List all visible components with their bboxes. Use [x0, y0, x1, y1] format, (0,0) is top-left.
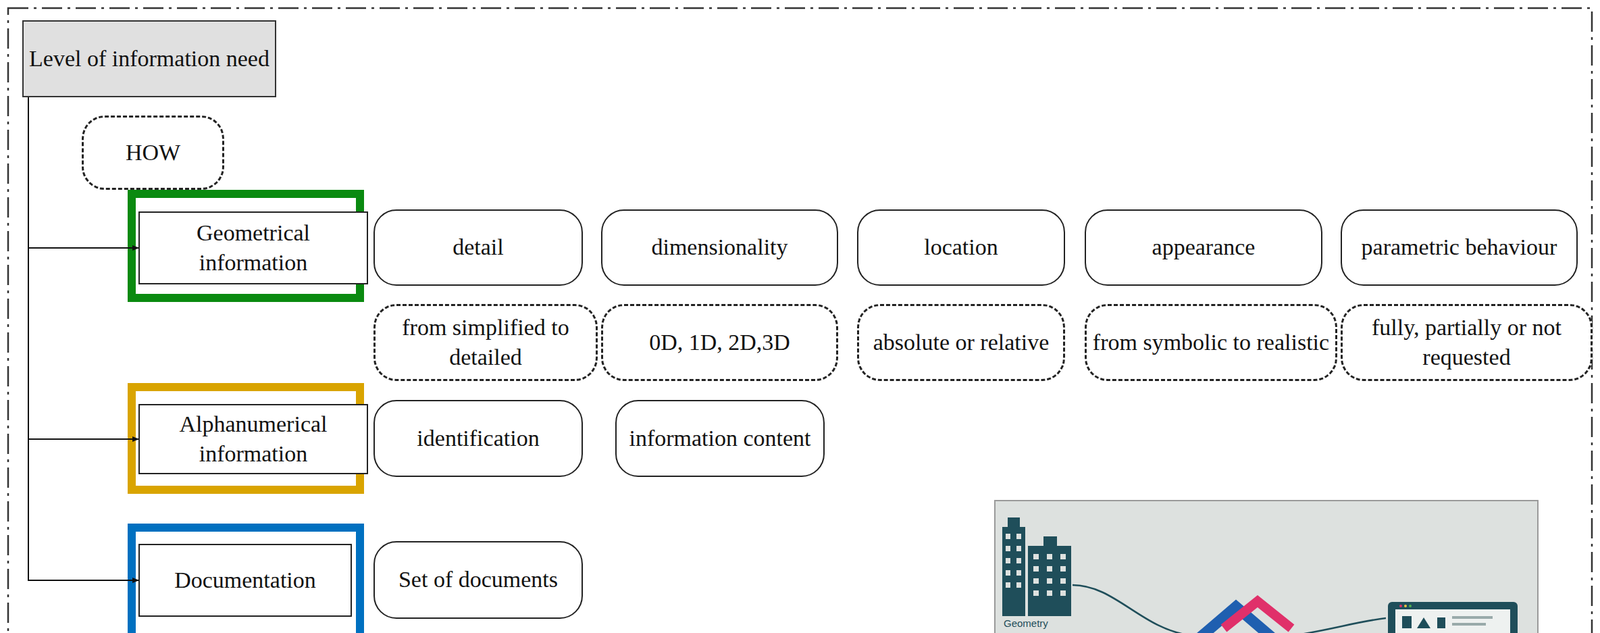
- aspect-box: appearance: [1084, 209, 1323, 286]
- box-text: location: [923, 232, 999, 263]
- illustration: [994, 500, 1538, 633]
- laptop-frame: [1387, 601, 1518, 633]
- box-text: dimensionality: [651, 232, 788, 263]
- laptop-screen: [1395, 609, 1511, 633]
- aspect-box: dimensionality: [601, 209, 839, 286]
- screen-line: [1452, 622, 1486, 626]
- box-text: parametric behaviour: [1361, 232, 1558, 263]
- how-box: HOW: [81, 115, 225, 190]
- link-curve: [1296, 617, 1386, 633]
- box-text: 0D, 1D, 2D,3D: [649, 327, 791, 358]
- illustration-panel: [994, 500, 1538, 633]
- heading-box: Level of information need: [22, 20, 277, 98]
- building-top: [1043, 536, 1057, 548]
- box-text: fully, partially or not requested: [1342, 312, 1591, 373]
- screen-icon: [1437, 617, 1446, 629]
- range-box: absolute or relative: [857, 303, 1066, 381]
- category-box: Geometrical information: [138, 211, 369, 285]
- aspect-box: information content: [615, 399, 825, 477]
- category-box: Alphanumerical information: [138, 403, 369, 475]
- range-box: from symbolic to realistic: [1084, 303, 1338, 381]
- house-pink: [1223, 601, 1292, 629]
- box-text: identification: [416, 423, 539, 454]
- box-text: from simplified to detailed: [375, 312, 596, 373]
- category-box: Documentation: [138, 543, 352, 617]
- box-text: from symbolic to realistic: [1092, 327, 1330, 358]
- box-text: appearance: [1152, 232, 1256, 263]
- building-block: [1027, 545, 1072, 616]
- box-text: absolute or relative: [873, 327, 1050, 358]
- range-box: fully, partially or not requested: [1340, 303, 1593, 381]
- aspect-box: identification: [373, 399, 583, 477]
- box-text: detail: [452, 232, 504, 263]
- icon-label: Geometry: [1003, 617, 1049, 629]
- aspect-box: Set of documents: [373, 540, 583, 619]
- building-windows: [1005, 533, 1066, 596]
- box-text: Alphanumerical information: [139, 409, 367, 469]
- aspect-box: detail: [373, 209, 583, 286]
- screen-line: [1452, 615, 1493, 619]
- box-text: Geometrical information: [139, 218, 367, 278]
- range-box: from simplified to detailed: [373, 303, 598, 381]
- blue-highlight: [131, 527, 360, 633]
- aspect-box: parametric behaviour: [1340, 209, 1578, 286]
- range-box: 0D, 1D, 2D,3D: [601, 303, 839, 381]
- link-curve: [1072, 584, 1189, 633]
- box-text: information content: [628, 423, 811, 454]
- box-text: Set of documents: [398, 564, 558, 595]
- building-tower: [1002, 526, 1026, 616]
- box-text: Documentation: [174, 565, 317, 596]
- screen-icon: [1416, 617, 1431, 629]
- box-text: Level of information need: [29, 43, 270, 74]
- box-text: HOW: [125, 137, 181, 168]
- screen-icon: [1402, 615, 1412, 629]
- outer-frame: [8, 8, 1592, 633]
- aspect-box: location: [857, 209, 1066, 286]
- building-top: [1007, 517, 1020, 529]
